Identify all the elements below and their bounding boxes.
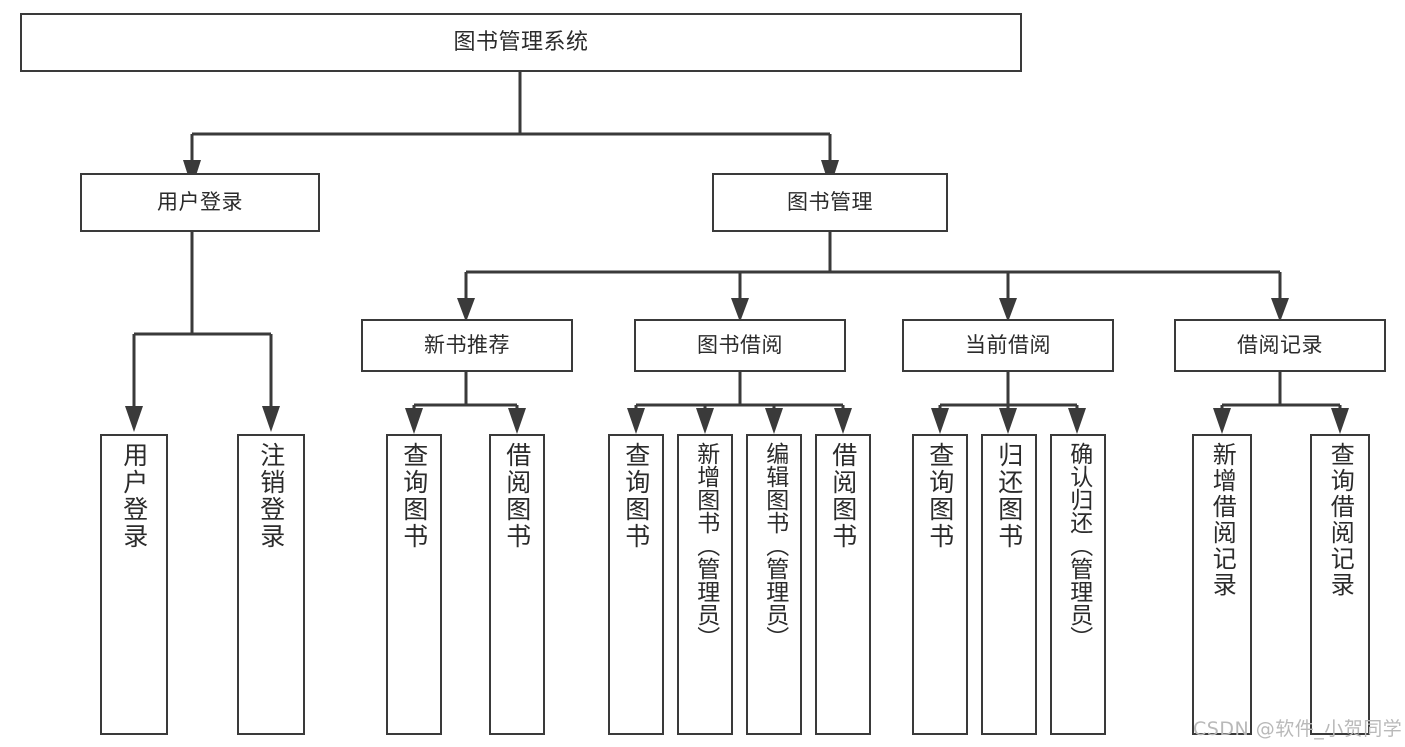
node-leaf-borrow-book-1-label: 借阅图书 xyxy=(502,442,532,550)
node-leaf-confirm-return[interactable]: 确认归还（管理员） xyxy=(1050,434,1106,735)
node-leaf-confirm-return-label: 确认归还（管理员） xyxy=(1065,442,1092,649)
node-book-manage[interactable]: 图书管理 xyxy=(712,173,948,232)
node-leaf-user-login[interactable]: 用户登录 xyxy=(100,434,168,735)
arrowhead-leaf-user-login xyxy=(125,406,143,432)
node-book-borrow-label: 图书借阅 xyxy=(697,333,783,358)
node-current-borrow[interactable]: 当前借阅 xyxy=(902,319,1114,372)
node-book-borrow[interactable]: 图书借阅 xyxy=(634,319,846,372)
node-borrow-record[interactable]: 借阅记录 xyxy=(1174,319,1386,372)
arrowhead-leaf-query-record xyxy=(1331,408,1349,434)
node-borrow-record-label: 借阅记录 xyxy=(1237,333,1323,358)
node-leaf-return-book-label: 归还图书 xyxy=(994,442,1024,550)
node-leaf-add-book-label: 新增图书（管理员） xyxy=(692,442,719,649)
node-leaf-query-book-3[interactable]: 查询图书 xyxy=(912,434,968,735)
arrowhead-leaf-edit-book xyxy=(765,408,783,434)
arrowhead-leaf-add-record xyxy=(1213,408,1231,434)
node-leaf-return-book[interactable]: 归还图书 xyxy=(981,434,1037,735)
node-new-book-recommend[interactable]: 新书推荐 xyxy=(361,319,573,372)
node-root-label: 图书管理系统 xyxy=(453,29,589,55)
node-user-login-label: 用户登录 xyxy=(157,190,243,215)
node-leaf-add-record-label: 新增借阅记录 xyxy=(1208,442,1237,598)
node-leaf-user-login-label: 用户登录 xyxy=(119,442,149,550)
node-leaf-edit-book-label: 编辑图书（管理员） xyxy=(761,442,788,649)
node-leaf-borrow-book-2-label: 借阅图书 xyxy=(828,442,858,550)
arrowhead-leaf-add-book xyxy=(696,408,714,434)
node-root[interactable]: 图书管理系统 xyxy=(20,13,1022,72)
node-leaf-borrow-book-2[interactable]: 借阅图书 xyxy=(815,434,871,735)
node-leaf-edit-book[interactable]: 编辑图书（管理员） xyxy=(746,434,802,735)
arrowhead-leaf-borrow-book-1 xyxy=(508,408,526,434)
arrowhead-leaf-query-book-2 xyxy=(627,408,645,434)
node-leaf-query-record[interactable]: 查询借阅记录 xyxy=(1310,434,1370,735)
node-leaf-query-book-3-label: 查询图书 xyxy=(925,442,955,550)
node-book-manage-label: 图书管理 xyxy=(787,190,873,215)
node-leaf-logout-login-label: 注销登录 xyxy=(256,442,286,550)
node-current-borrow-label: 当前借阅 xyxy=(965,333,1051,358)
arrowhead-leaf-query-book-3 xyxy=(931,408,949,434)
node-leaf-add-book[interactable]: 新增图书（管理员） xyxy=(677,434,733,735)
node-leaf-query-record-label: 查询借阅记录 xyxy=(1326,442,1355,598)
arrowhead-leaf-confirm-return xyxy=(1068,408,1086,434)
node-user-login[interactable]: 用户登录 xyxy=(80,173,320,232)
node-leaf-borrow-book-1[interactable]: 借阅图书 xyxy=(489,434,545,735)
node-leaf-query-book-2[interactable]: 查询图书 xyxy=(608,434,664,735)
node-leaf-query-book-1[interactable]: 查询图书 xyxy=(386,434,442,735)
arrowhead-leaf-query-book-1 xyxy=(405,408,423,434)
csdn-watermark: CSDN @软件_小贺同学 xyxy=(1193,718,1403,740)
node-leaf-logout-login[interactable]: 注销登录 xyxy=(237,434,305,735)
node-leaf-query-book-2-label: 查询图书 xyxy=(621,442,651,550)
arrowhead-leaf-logout-login xyxy=(262,406,280,432)
arrowhead-leaf-borrow-book-2 xyxy=(834,408,852,434)
node-leaf-add-record[interactable]: 新增借阅记录 xyxy=(1192,434,1252,735)
arrowhead-leaf-return-book xyxy=(999,408,1017,434)
node-new-book-recommend-label: 新书推荐 xyxy=(424,333,510,358)
node-leaf-query-book-1-label: 查询图书 xyxy=(399,442,429,550)
